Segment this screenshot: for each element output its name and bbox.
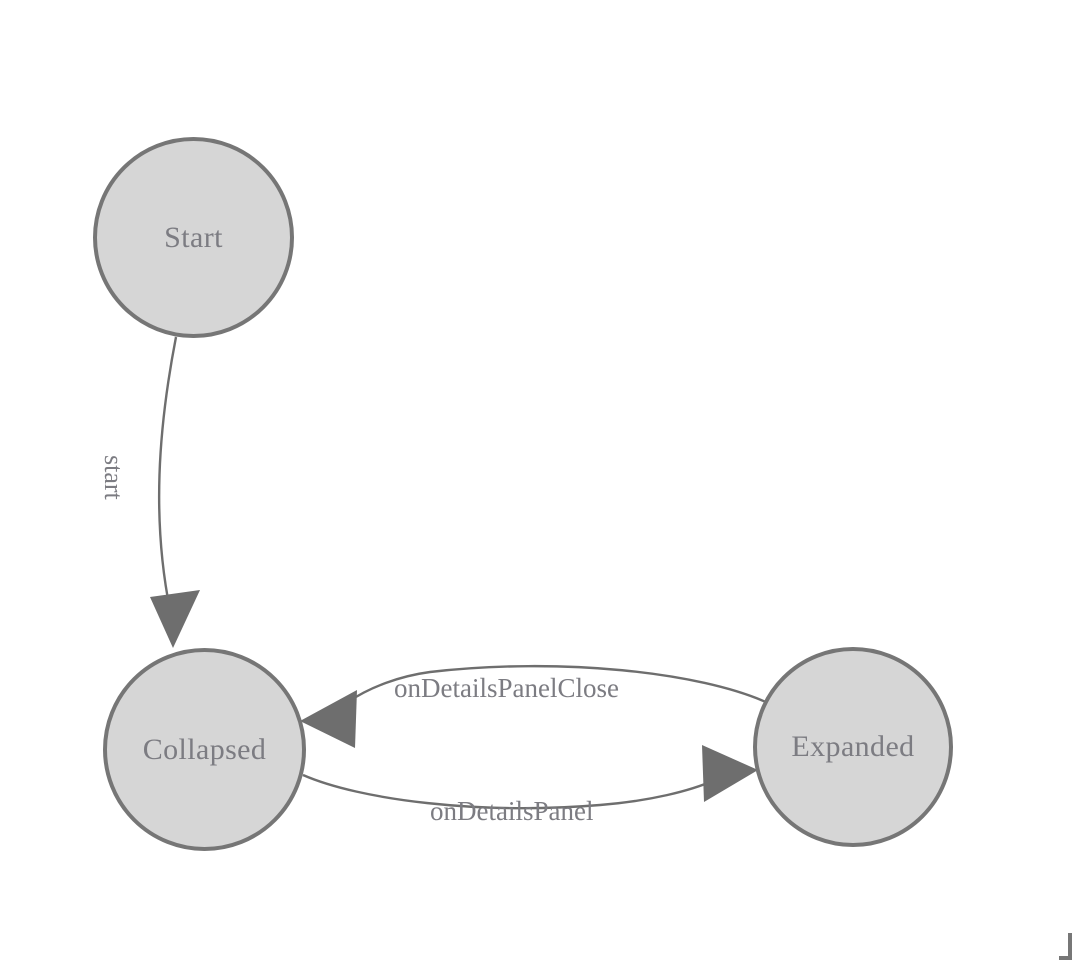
edge-collapsed-to-expanded-arrowhead xyxy=(702,745,758,802)
edge-expanded-to-collapsed-line xyxy=(347,664,769,705)
edge-expanded-to-collapsed-arrowhead xyxy=(300,690,357,748)
state-node-collapsed-label: Collapsed xyxy=(142,732,267,766)
resize-corner-horizontal-bar xyxy=(1059,956,1072,960)
resize-corner-vertical-bar xyxy=(1068,933,1072,960)
edge-label-on-details-panel-close: onDetailsPanelClose xyxy=(394,673,619,703)
edge-label-start: start xyxy=(99,455,128,500)
state-node-start-label: Start xyxy=(164,220,223,254)
state-node-start[interactable]: Start xyxy=(93,137,294,338)
edge-start-to-collapsed-arrowhead xyxy=(150,590,200,648)
state-node-expanded[interactable]: Expanded xyxy=(753,647,953,847)
state-node-collapsed[interactable]: Collapsed xyxy=(103,648,306,851)
edge-collapsed-to-expanded-line xyxy=(302,773,716,810)
edge-label-on-details-panel: onDetailsPanel xyxy=(430,796,594,826)
edge-start-to-collapsed-line xyxy=(157,336,178,611)
state-node-expanded-label: Expanded xyxy=(791,730,915,763)
resize-corner-icon[interactable] xyxy=(1059,933,1072,960)
